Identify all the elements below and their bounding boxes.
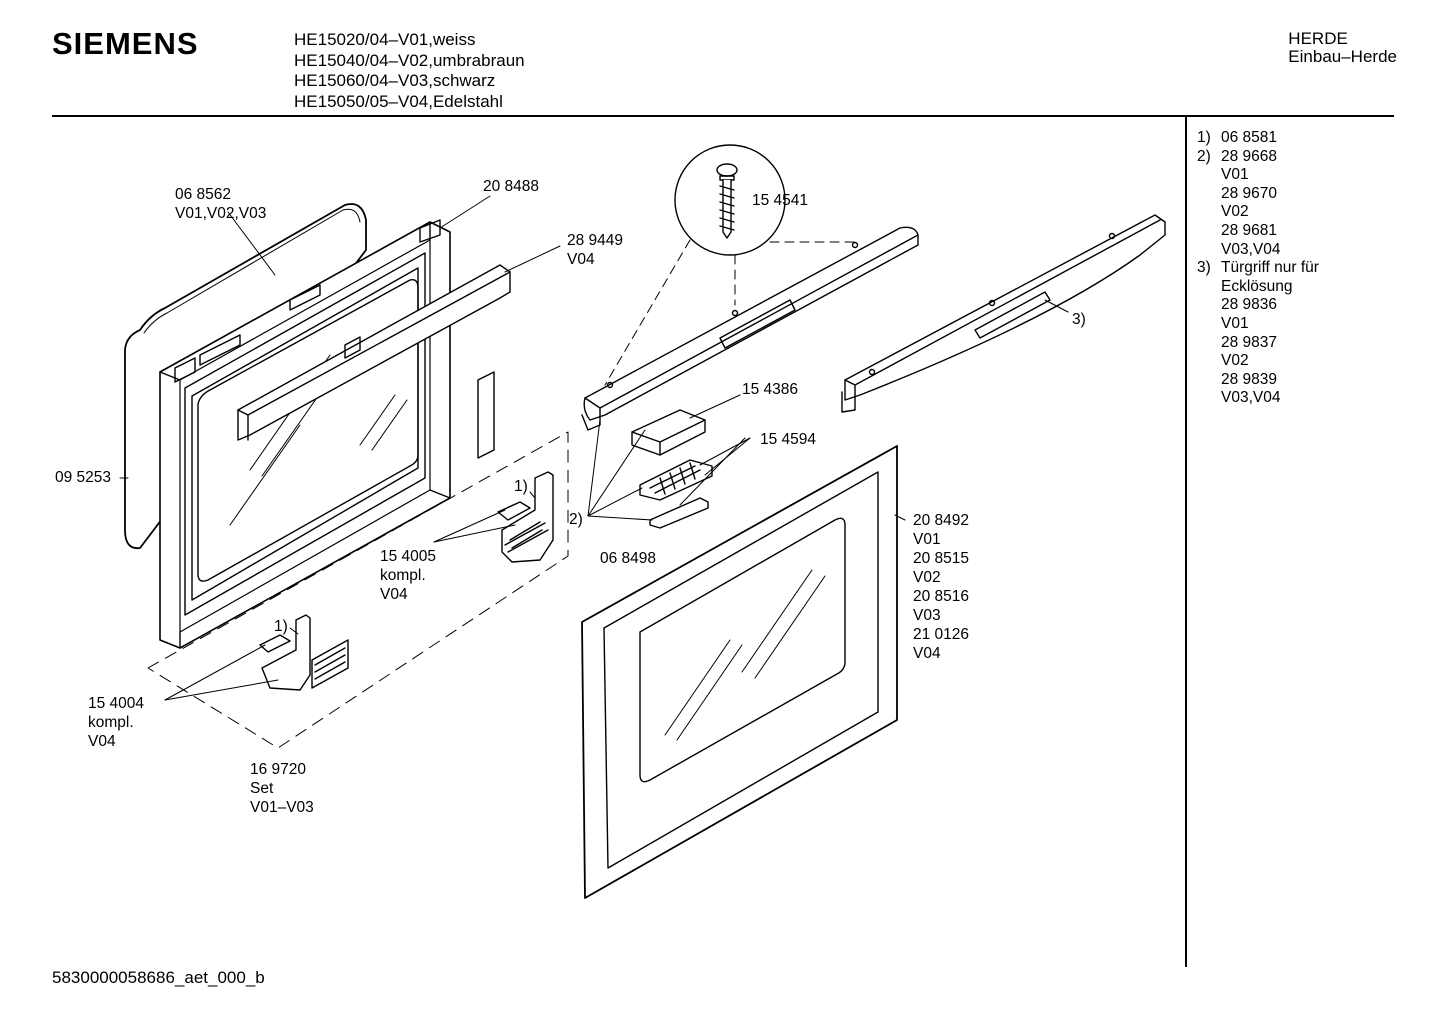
model-line: HE15020/04–V01,weiss bbox=[294, 30, 476, 49]
legend-text: 06 8581 bbox=[1221, 129, 1278, 146]
legend-text: V01 bbox=[1221, 314, 1249, 332]
model-line: HE15050/05–V04,Edelstahl bbox=[294, 91, 503, 111]
hinge-upper bbox=[497, 471, 554, 563]
legend-text: V01 bbox=[1221, 166, 1249, 184]
label-variant: V04 bbox=[913, 645, 941, 662]
legend-text: V03,V04 bbox=[1221, 240, 1281, 258]
label-gasket-clip: 06 8562 bbox=[175, 186, 231, 203]
label-hinge-upper: 15 4005 bbox=[380, 548, 436, 565]
category-title: HERDE bbox=[1288, 29, 1348, 48]
legend-text: 28 9836 bbox=[1221, 296, 1278, 314]
label-variant: V02 bbox=[913, 569, 941, 586]
legend-text: 28 9670 bbox=[1221, 184, 1278, 202]
legend-text: V02 bbox=[1221, 203, 1249, 221]
label-guide-clip: 15 4594 bbox=[760, 431, 816, 448]
legend-number: 1) bbox=[1197, 129, 1211, 146]
label-kompl: kompl. bbox=[380, 567, 426, 584]
model-list: HE15020/04–V01,weiss HE15040/04–V02,umbr… bbox=[294, 30, 525, 112]
hinge-plate bbox=[649, 497, 709, 529]
label-ref-1: 1) bbox=[274, 618, 288, 635]
legend-number: 2) bbox=[1197, 147, 1211, 165]
outer-glass-panel bbox=[581, 445, 898, 899]
legend-number: 3) bbox=[1197, 259, 1211, 277]
legend-text: 28 9681 bbox=[1221, 221, 1278, 239]
drawing-code: 5830000058686_aet_000_b bbox=[52, 968, 265, 987]
label-hinge-plate: 06 8498 bbox=[600, 550, 656, 567]
label-outer-glass: 20 8516 bbox=[913, 588, 969, 605]
door-handle-rail bbox=[581, 226, 919, 431]
label-ref-3: 3) bbox=[1072, 311, 1086, 328]
handle-bracket bbox=[237, 264, 511, 441]
label-set: Set bbox=[250, 780, 274, 797]
category-subtitle: Einbau–Herde bbox=[1288, 47, 1397, 66]
model-line: HE15040/04–V02,umbrabraun bbox=[294, 50, 525, 70]
label-kompl: kompl. bbox=[88, 714, 134, 731]
brand-logo: SIEMENS bbox=[52, 26, 199, 61]
legend-text: V02 bbox=[1221, 352, 1249, 370]
legend-text: Ecklösung bbox=[1221, 277, 1293, 295]
label-hinge-set: 16 9720 bbox=[250, 761, 306, 778]
seal-strip bbox=[477, 371, 495, 459]
label-inner-frame: 20 8488 bbox=[483, 178, 539, 195]
label-handle-bracket: 28 9449 bbox=[567, 232, 623, 249]
label-variant: V04 bbox=[567, 251, 595, 268]
label-variant: V03 bbox=[913, 607, 941, 624]
label-cover-clip: 15 4386 bbox=[742, 381, 798, 398]
hinge-guide-clip bbox=[639, 459, 713, 501]
parts-legend: 1) 06 8581 2) 28 9668 V01 28 9670 V02 28 9… bbox=[1197, 129, 1319, 408]
corner-handle bbox=[841, 214, 1166, 413]
label-outer-glass: 20 8515 bbox=[913, 550, 969, 567]
legend-text: Türgriff nur für bbox=[1221, 259, 1319, 277]
label-hinge-lower: 15 4004 bbox=[88, 695, 144, 712]
label-gasket: 09 5253 bbox=[55, 469, 111, 486]
legend-divider bbox=[1185, 117, 1187, 967]
screw-leader-lines bbox=[604, 239, 856, 386]
label-variant: V04 bbox=[88, 733, 116, 750]
product-category: HERDE Einbau–Herde bbox=[1288, 30, 1397, 66]
label-variant: V04 bbox=[380, 586, 408, 603]
legend-text: V03,V04 bbox=[1221, 389, 1281, 407]
label-ref-2: 2) bbox=[569, 511, 583, 528]
label-screw: 15 4541 bbox=[752, 192, 808, 209]
legend-text: 28 9837 bbox=[1221, 333, 1278, 351]
door-gasket bbox=[124, 203, 367, 550]
label-outer-glass: 20 8492 bbox=[913, 512, 969, 529]
screw-detail bbox=[674, 144, 786, 256]
label-variant: V01 bbox=[913, 531, 941, 548]
leader-lines bbox=[119, 195, 1069, 701]
label-variant: V01,V02,V03 bbox=[175, 205, 266, 222]
label-outer-glass: 21 0126 bbox=[913, 626, 969, 643]
header-divider bbox=[52, 115, 1394, 117]
inner-door-frame bbox=[159, 219, 451, 649]
label-variant: V01–V03 bbox=[250, 799, 314, 816]
hinge-set-boundary bbox=[147, 431, 569, 749]
model-line: HE15060/04–V03,schwarz bbox=[294, 71, 496, 90]
label-ref-1: 1) bbox=[514, 478, 528, 495]
legend-text: 28 9668 bbox=[1221, 147, 1278, 165]
legend-text: 28 9839 bbox=[1221, 370, 1278, 388]
